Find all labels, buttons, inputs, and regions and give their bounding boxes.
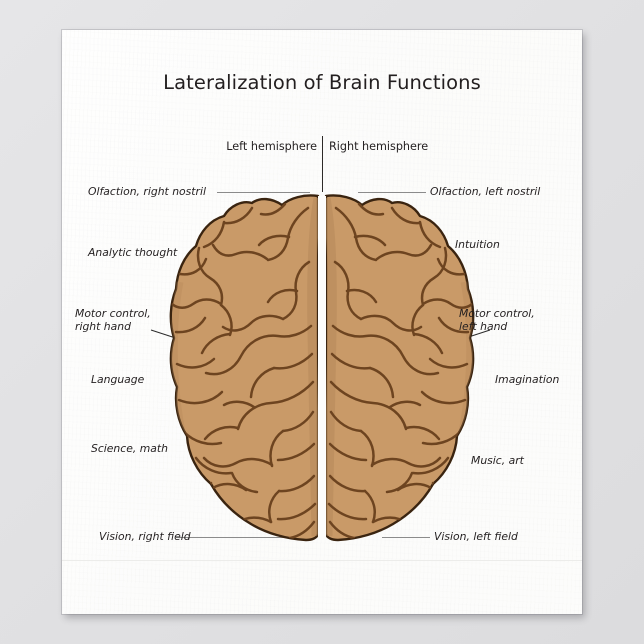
label-motor-control-left-hand: Motor control, left hand xyxy=(459,307,535,334)
hemisphere-divider-line xyxy=(322,136,323,192)
leader-line-vision-left xyxy=(176,537,298,538)
label-language: Language xyxy=(91,373,145,386)
page-title: Lateralization of Brain Functions xyxy=(163,71,481,94)
label-imagination: Imagination xyxy=(495,373,560,386)
brain-illustration xyxy=(166,192,478,542)
longitudinal-fissure xyxy=(318,196,326,540)
label-motor-control-right-hand: Motor control, right hand xyxy=(75,307,151,334)
left-hemisphere-header: Left hemisphere xyxy=(226,140,317,153)
sheet-divider-bottom xyxy=(62,560,582,561)
label-analytic-thought: Analytic thought xyxy=(88,246,178,259)
label-olfaction-right-nostril: Olfaction, right nostril xyxy=(88,185,206,198)
label-science-math: Science, math xyxy=(91,442,168,455)
leader-line-olfaction-left xyxy=(217,192,310,193)
brain-right-hemisphere xyxy=(324,194,475,542)
label-music-art: Music, art xyxy=(471,454,524,467)
poster-sheet: Lateralization of Brain Functions Left h… xyxy=(62,30,582,614)
brain-left-hemisphere xyxy=(169,194,320,542)
label-vision-right-field: Vision, right field xyxy=(99,530,191,543)
label-intuition: Intuition xyxy=(455,238,500,251)
leader-line-vision-right xyxy=(382,537,430,538)
label-vision-left-field: Vision, left field xyxy=(434,530,518,543)
label-olfaction-left-nostril: Olfaction, left nostril xyxy=(430,185,541,198)
leader-line-olfaction-right xyxy=(358,192,426,193)
right-hemisphere-header: Right hemisphere xyxy=(329,140,429,153)
